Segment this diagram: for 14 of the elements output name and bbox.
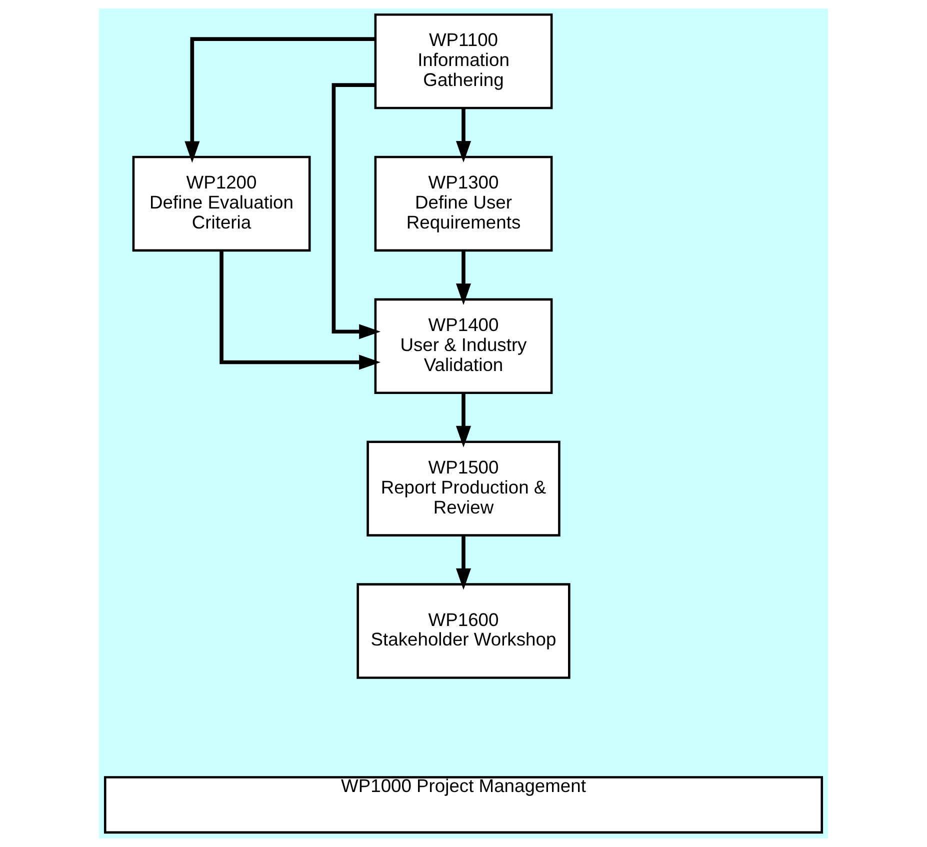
arrow xyxy=(456,250,472,305)
node-box: WP1000 Project Management xyxy=(104,776,824,834)
arrow xyxy=(456,536,472,590)
arrow xyxy=(184,37,376,163)
node-box: WP1300 Define User Requirements xyxy=(374,156,553,252)
arrow xyxy=(220,250,381,370)
node-box: WP1400 User & Industry Validation xyxy=(374,298,553,394)
node-box: WP1200 Define Evaluation Criteria xyxy=(132,156,311,252)
arrow xyxy=(332,83,381,340)
arrow xyxy=(456,108,472,163)
node-box: WP1600 Stakeholder Workshop xyxy=(356,583,570,679)
node-box: WP1500 Report Production & Review xyxy=(366,440,560,536)
arrow xyxy=(456,393,472,448)
node-box: WP1100 Information Gathering xyxy=(374,13,553,110)
